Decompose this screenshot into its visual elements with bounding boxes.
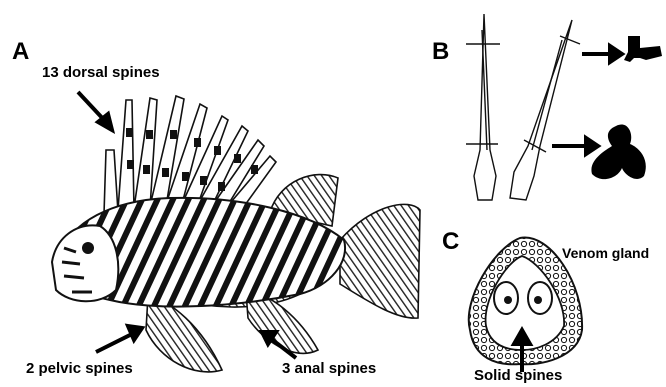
dorsal-spines [104,96,276,214]
dorsal-spines-label: 13 dorsal spines [42,64,160,81]
pelvic-spines-label: 2 pelvic spines [26,360,133,377]
panel-label-a: A [12,38,29,66]
spine-illustration [466,14,580,200]
panel-label-b: B [432,38,449,66]
anal-spines-label: 3 anal spines [282,360,376,377]
spine-cross-section [624,36,662,62]
fish-eye [82,242,94,254]
panel-label-c: C [442,228,459,256]
tail-fin [340,204,420,318]
spine-cross-section [591,125,645,180]
lionfish-illustration [52,96,420,372]
solid-spines-label: Solid spines [474,367,562,384]
venom-gland-label: Venom gland [562,245,649,261]
